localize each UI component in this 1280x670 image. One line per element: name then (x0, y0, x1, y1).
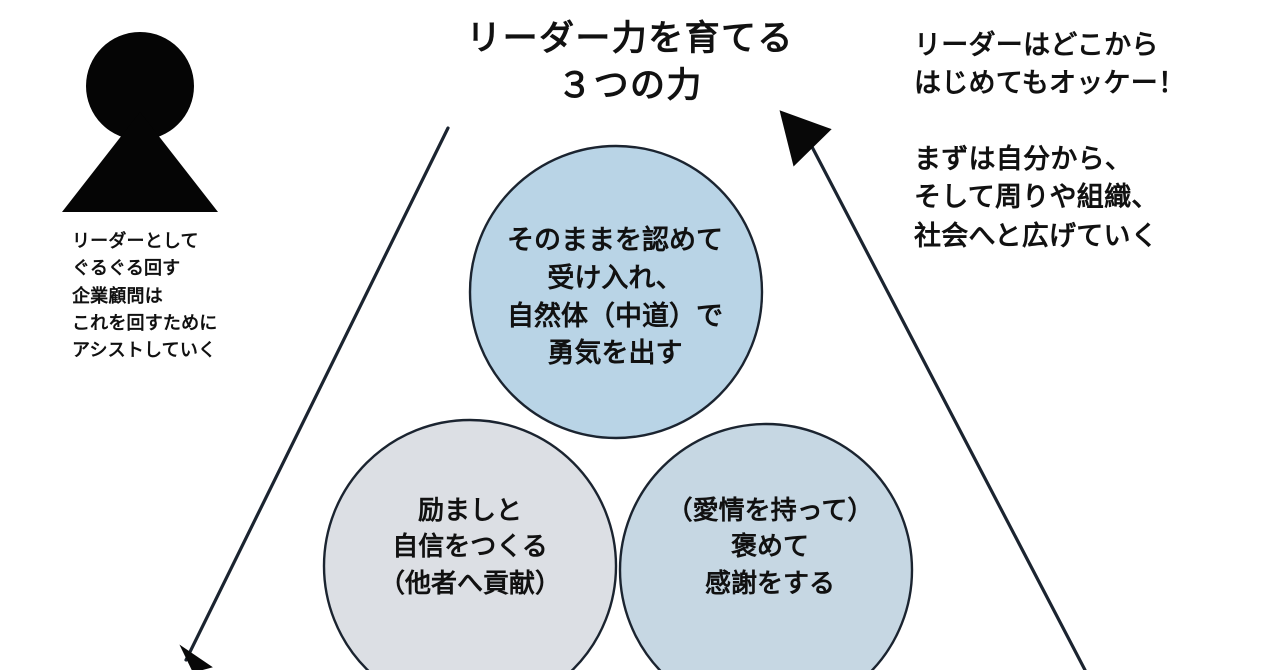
note-leader-start-anywhere: リーダーはどこから はじめてもオッケー！ (914, 30, 1186, 99)
circle-label-acceptance: そのままを認めて 受け入れ、 自然体（中道）で 勇気を出す (507, 225, 723, 369)
left-diverging-line (184, 126, 450, 662)
circle-gratitude[interactable] (618, 422, 914, 670)
circle-acceptance[interactable] (468, 144, 764, 440)
circle-label-gratitude: （愛情を持って） 褒めて 感謝をする (666, 495, 874, 598)
arrow-up-right-icon (779, 110, 832, 167)
page-title: リーダー力を育てる ３つの力 (466, 19, 794, 105)
circle-label-encouragement: 励ましと 自信をつくる （他者へ貢献） (378, 495, 561, 598)
note-expand-from-self: まずは自分から、 そして周りや組織、 社会へと広げていく (914, 144, 1159, 251)
note-corporate-advisor-assist: リーダーとして ぐるぐる回す 企業顧問は これを回すために アシストしていく (72, 231, 218, 361)
right-diverging-line (796, 118, 1087, 670)
circle-encouragement[interactable] (322, 418, 618, 670)
arrow-down-left-icon (179, 644, 213, 670)
person-silhouette-icon (62, 32, 218, 212)
